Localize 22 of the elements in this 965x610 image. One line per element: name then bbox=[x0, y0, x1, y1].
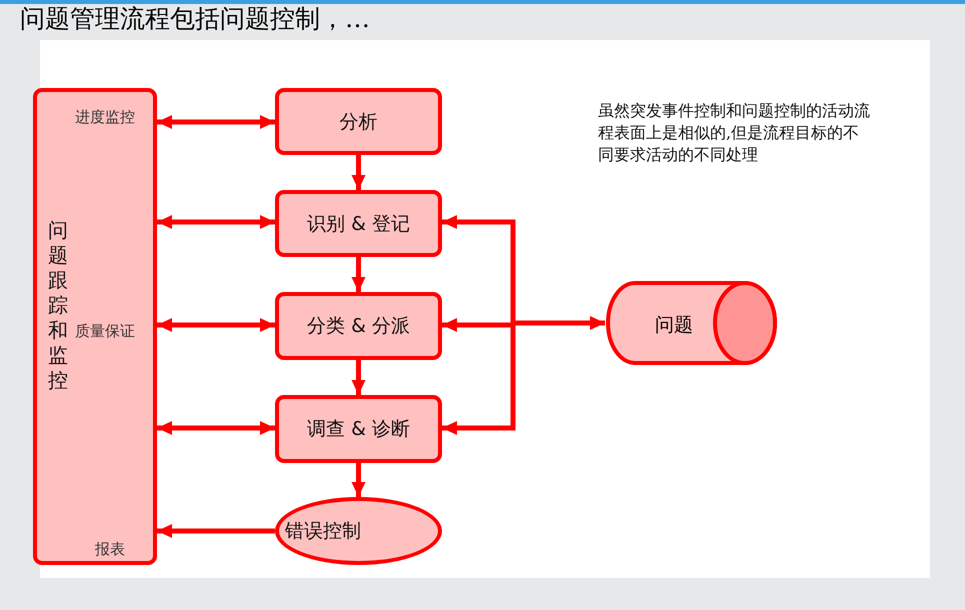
section-label: 报表 bbox=[95, 540, 125, 559]
process-box: 识别 & 登记 bbox=[275, 190, 442, 257]
section-label: 进度监控 bbox=[75, 108, 135, 127]
tracking-panel bbox=[33, 88, 157, 565]
arrow bbox=[157, 421, 275, 435]
process-box: 调查 & 诊断 bbox=[275, 395, 442, 463]
arrow bbox=[352, 360, 366, 395]
problem-cylinder bbox=[605, 280, 778, 366]
arrow bbox=[352, 155, 366, 190]
arrow bbox=[352, 257, 366, 292]
note-text: 虽然突发事件控制和问题控制的活动流程表面上是相似的,但是流程目标的不同要求活动的不同处理 bbox=[598, 100, 871, 166]
arrow bbox=[157, 115, 275, 129]
process-box: 分析 bbox=[275, 88, 442, 155]
title: 问题管理流程包括问题控制，… bbox=[20, 3, 370, 35]
node-label: 问题 bbox=[655, 313, 693, 338]
arrow bbox=[157, 524, 275, 538]
arrow bbox=[157, 215, 275, 229]
process-box: 分类 & 分派 bbox=[275, 292, 442, 360]
section-label: 质量保证 bbox=[75, 322, 135, 341]
panel-title: 问题跟踪和监控 bbox=[47, 218, 69, 393]
arrow bbox=[157, 318, 275, 332]
arrow bbox=[352, 463, 366, 497]
